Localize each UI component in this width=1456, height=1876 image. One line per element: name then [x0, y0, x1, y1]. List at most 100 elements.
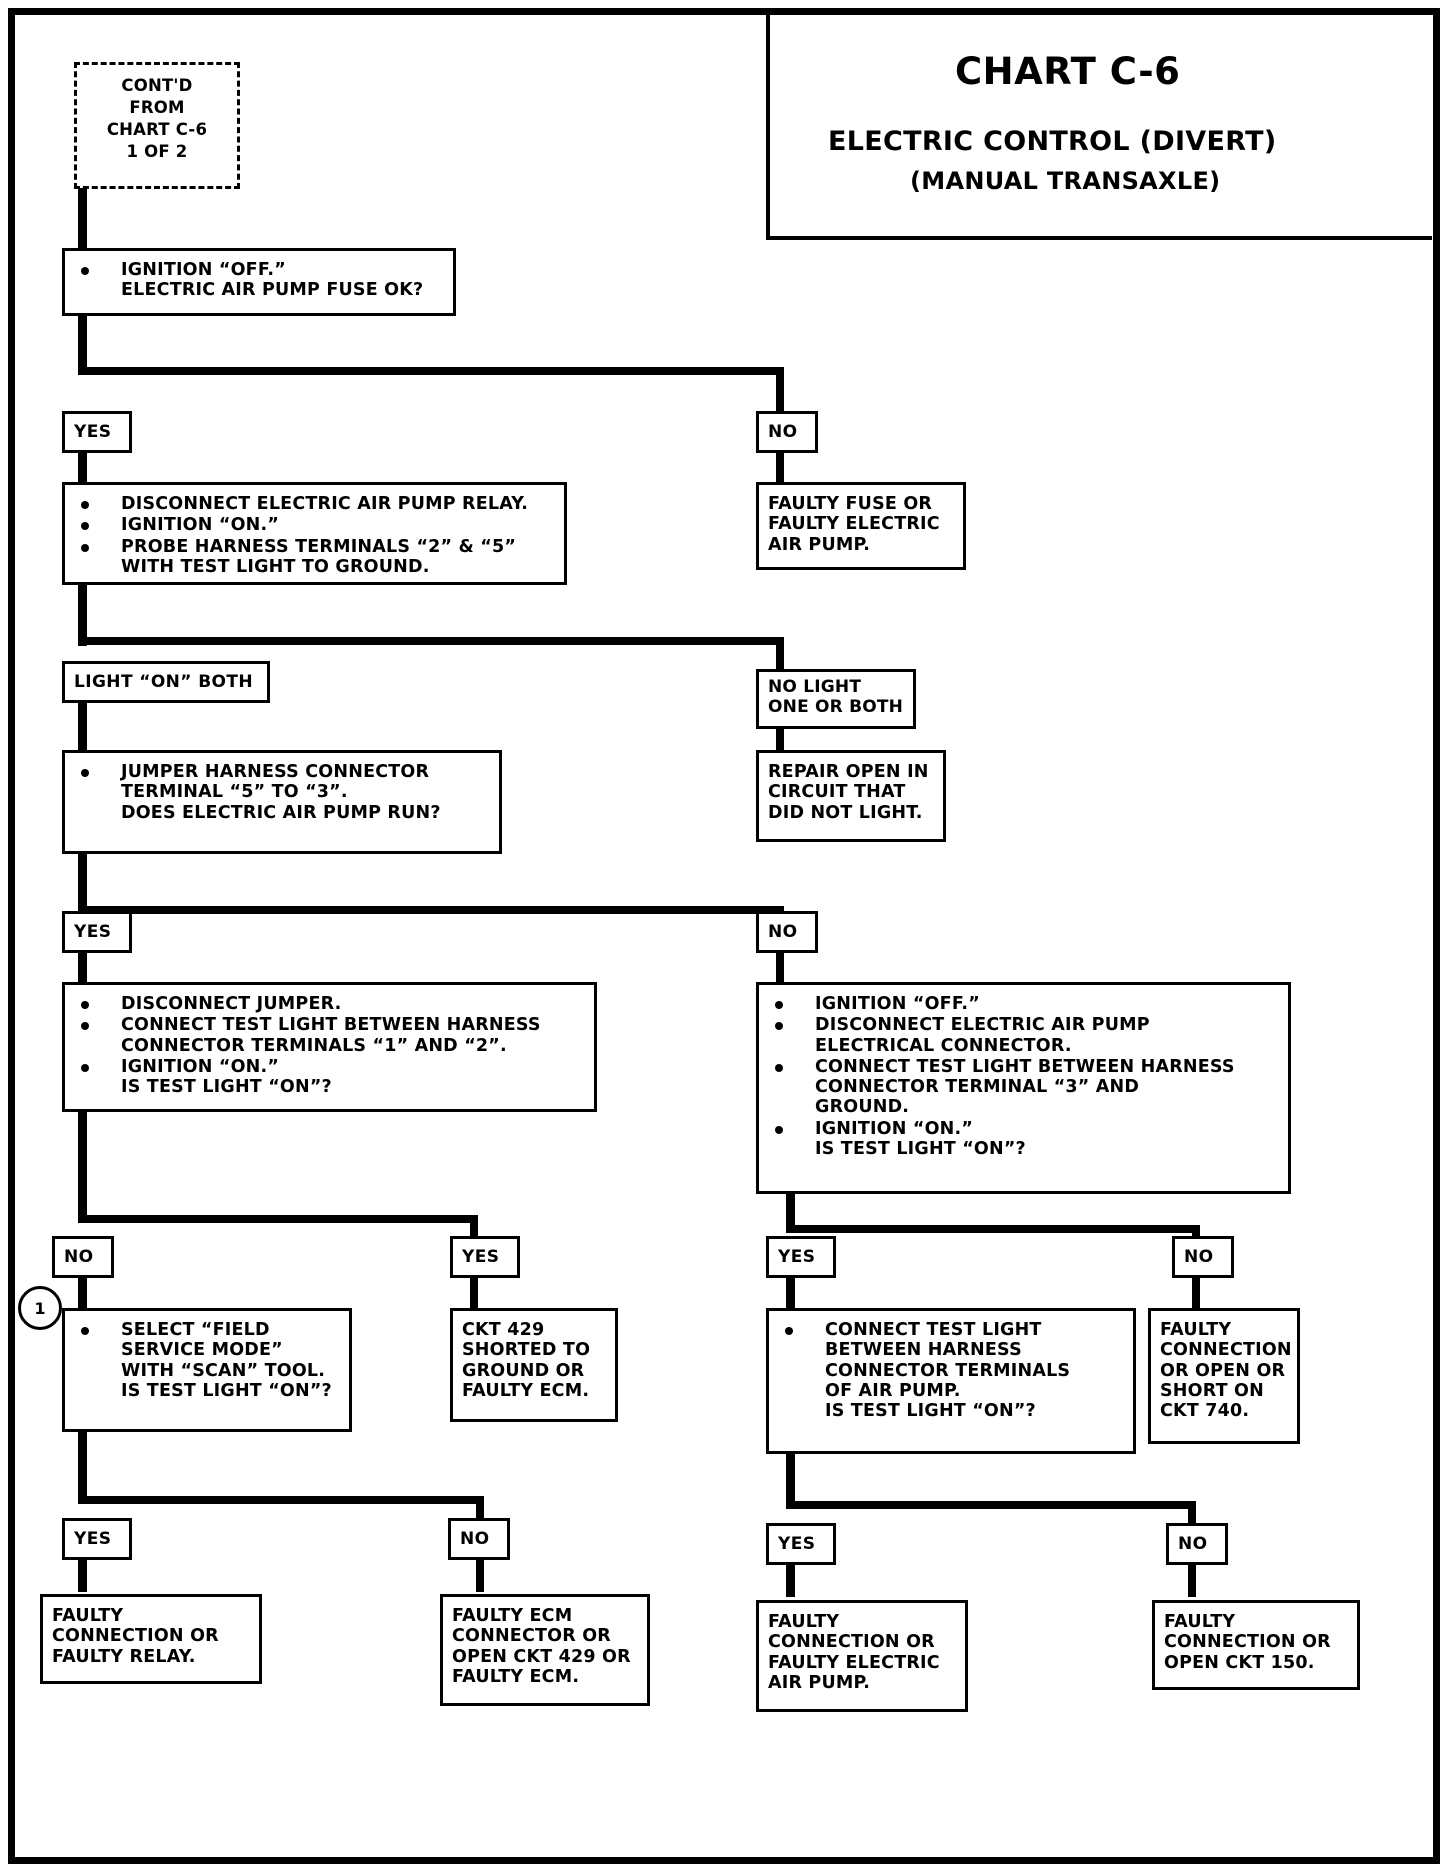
- entry-line-2: FROM: [129, 97, 185, 117]
- step-probe-terminals: DISCONNECT ELECTRIC AIR PUMP RELAY. IGNI…: [62, 482, 567, 585]
- bullet-icon: [81, 501, 89, 509]
- step-pump-connector-line-5: CONNECTOR TERMINAL “3” AND: [815, 1077, 1140, 1098]
- connector-jumper-down: [78, 853, 87, 915]
- bullet-icon: [775, 1001, 783, 1009]
- result-faulty-ckt-150: FAULTY CONNECTION OR OPEN CKT 150.: [1152, 1600, 1360, 1690]
- connector-disconnect-jumper-bus: [78, 1215, 478, 1223]
- result-faulty-air-pump-line-3: FAULTY ELECTRIC: [768, 1652, 940, 1673]
- result-faulty-ckt-740: FAULTY CONNECTION OR OPEN OR SHORT ON CK…: [1148, 1308, 1300, 1444]
- entry-line-1: CONT'D: [121, 76, 193, 95]
- step-probe-bullet-3: PROBE HARNESS TERMINALS “2” & “5” WITH T…: [75, 537, 556, 578]
- step-fuse-check-bullet-1: IGNITION “OFF.” ELECTRIC AIR PUMP FUSE O…: [75, 260, 445, 301]
- bullet-icon: [775, 1125, 783, 1134]
- connector-fuse-to-no: [776, 367, 784, 412]
- result-repair-open: REPAIR OPEN IN CIRCUIT THAT DID NOT LIGH…: [756, 750, 946, 842]
- header-frame: [766, 12, 1432, 240]
- connector-no5-down: [476, 1559, 484, 1592]
- result-faulty-ecm-line-3: OPEN CKT 429 OR: [452, 1646, 631, 1667]
- result-repair-open-line-3: DID NOT LIGHT.: [768, 802, 923, 823]
- result-faulty-relay: FAULTY CONNECTION OR FAULTY RELAY.: [40, 1594, 262, 1684]
- step-pump-connector-line-1: IGNITION “OFF.”: [815, 994, 980, 1014]
- result-faulty-air-pump-line-4: AIR PUMP.: [768, 1672, 871, 1693]
- step-pump-connector-bullet-4: IGNITION “ON.” IS TEST LIGHT “ON”?: [769, 1119, 1280, 1160]
- step-pump-connector-line-8: IS TEST LIGHT “ON”?: [815, 1139, 1026, 1160]
- result-ckt740-line-2: CONNECTION: [1160, 1340, 1292, 1361]
- result-faulty-air-pump: FAULTY CONNECTION OR FAULTY ELECTRIC AIR…: [756, 1600, 968, 1712]
- bullet-icon: [81, 267, 89, 275]
- result-ckt-429-shorted: CKT 429 SHORTED TO GROUND OR FAULTY ECM.: [450, 1308, 618, 1422]
- label-yes-ckt429: YES: [450, 1236, 520, 1278]
- result-faulty-fuse-line-3: AIR PUMP.: [768, 534, 871, 555]
- bullet-icon: [81, 1063, 89, 1072]
- bullet-icon: [81, 1022, 89, 1031]
- connector-no4-down: [1192, 1277, 1200, 1310]
- step-field-service-bullet-1: SELECT “FIELD SERVICE MODE” WITH “SCAN” …: [75, 1320, 341, 1401]
- bullet-icon: [81, 1001, 89, 1009]
- label-no-light-one-or-both: NO LIGHT ONE OR BOTH: [756, 669, 916, 729]
- step-disconnect-jumper-line-2: CONNECT TEST LIGHT BETWEEN HARNESS: [121, 1015, 541, 1036]
- connector-probe-down: [78, 584, 87, 646]
- reference-marker-1: 1: [18, 1286, 62, 1330]
- result-ckt429-line-2: SHORTED TO: [462, 1340, 591, 1361]
- label-yes-jumper: YES: [62, 911, 132, 953]
- connector-lower-no-drop: [476, 1496, 484, 1526]
- step-probe-line-1: DISCONNECT ELECTRIC AIR PUMP RELAY.: [121, 494, 529, 514]
- result-ckt429-line-4: FAULTY ECM.: [462, 1380, 590, 1401]
- step-jumper-line-1: JUMPER HARNESS CONNECTOR: [121, 762, 430, 782]
- label-yes-faulty-relay: YES: [62, 1518, 132, 1560]
- step-pump-connector-line-6: GROUND.: [815, 1097, 910, 1118]
- connector-probe-to-nolight: [776, 637, 784, 672]
- label-yes-fuse: YES: [62, 411, 132, 453]
- step-air-pump-terminals-line-4: OF AIR PUMP.: [825, 1380, 961, 1401]
- step-disconnect-jumper-bullet-2: CONNECT TEST LIGHT BETWEEN HARNESS CONNE…: [75, 1015, 586, 1056]
- step-pump-connector-line-2: DISCONNECT ELECTRIC AIR PUMP: [815, 1015, 1150, 1036]
- label-light-on-both: LIGHT “ON” BOTH: [62, 661, 270, 703]
- entry-line-4: 1 OF 2: [126, 141, 188, 161]
- step-field-service-line-4: IS TEST LIGHT “ON”?: [121, 1380, 332, 1401]
- step-air-pump-terminals-test: CONNECT TEST LIGHT BETWEEN HARNESS CONNE…: [766, 1308, 1136, 1454]
- result-faulty-ecm-line-1: FAULTY ECM: [452, 1606, 573, 1626]
- label-no-light-line-2: ONE OR BOTH: [768, 696, 904, 717]
- connector-entry-to-fuse: [78, 188, 87, 250]
- entry-line-3: CHART C-6: [106, 119, 208, 139]
- bullet-icon: [81, 522, 89, 531]
- result-repair-open-line-1: REPAIR OPEN IN: [768, 762, 929, 782]
- connector-fuse-down: [78, 316, 87, 374]
- step-air-pump-terminals-line-1: CONNECT TEST LIGHT: [825, 1320, 1042, 1340]
- result-ckt150-line-1: FAULTY: [1164, 1612, 1236, 1632]
- step-pump-connector-line-3: ELECTRICAL CONNECTOR.: [815, 1035, 1072, 1056]
- step-disconnect-jumper-line-4: IGNITION “ON.”: [121, 1056, 280, 1077]
- result-ckt740-line-3: OR OPEN OR: [1160, 1360, 1286, 1381]
- step-probe-bullet-2: IGNITION “ON.”: [75, 515, 556, 535]
- step-disconnect-jumper-line-1: DISCONNECT JUMPER.: [121, 994, 342, 1014]
- step-field-service-line-3: WITH “SCAN” TOOL.: [121, 1360, 326, 1381]
- step-air-pump-terminals-line-3: CONNECTOR TERMINALS: [825, 1360, 1071, 1381]
- step-jumper-test: JUMPER HARNESS CONNECTOR TERMINAL “5” TO…: [62, 750, 502, 854]
- result-faulty-fuse: FAULTY FUSE OR FAULTY ELECTRIC AIR PUMP.: [756, 482, 966, 570]
- result-ckt429-line-3: GROUND OR: [462, 1360, 585, 1381]
- step-pump-connector-test: IGNITION “OFF.” DISCONNECT ELECTRIC AIR …: [756, 982, 1291, 1194]
- step-probe-bullet-1: DISCONNECT ELECTRIC AIR PUMP RELAY.: [75, 494, 556, 514]
- result-ckt740-line-4: SHORT ON: [1160, 1380, 1264, 1401]
- connector-lower-right-no-drop: [1188, 1501, 1196, 1531]
- step-disconnect-jumper-line-3: CONNECTOR TERMINALS “1” AND “2”.: [121, 1035, 507, 1056]
- connector-left-yes-drop: [470, 1215, 478, 1245]
- bullet-icon: [775, 1063, 783, 1072]
- result-repair-open-line-2: CIRCUIT THAT: [768, 782, 906, 803]
- connector-disconnect-jumper-down: [78, 1111, 87, 1223]
- step-disconnect-jumper: DISCONNECT JUMPER. CONNECT TEST LIGHT BE…: [62, 982, 597, 1112]
- connector-jumper-bus: [78, 906, 784, 914]
- entry-connector-text: CONT'D FROM CHART C-6 1 OF 2: [77, 65, 237, 163]
- label-no-light-line-1: NO LIGHT: [768, 677, 862, 697]
- chart-subtitle-secondary: (MANUAL TRANSAXLE): [910, 167, 1221, 195]
- connector-air-pump-terminals-bus: [786, 1501, 1196, 1509]
- result-faulty-relay-line-1: FAULTY: [52, 1606, 124, 1626]
- step-disconnect-jumper-line-5: IS TEST LIGHT “ON”?: [121, 1077, 332, 1098]
- result-faulty-air-pump-line-1: FAULTY: [768, 1612, 840, 1632]
- connector-pump-connector-bus: [786, 1225, 1200, 1233]
- label-no-disconnect-jumper: NO: [52, 1236, 114, 1278]
- label-yes-faulty-air-pump: YES: [766, 1523, 836, 1565]
- step-air-pump-terminals-line-2: BETWEEN HARNESS: [825, 1340, 1022, 1361]
- result-ckt740-line-5: CKT 740.: [1160, 1401, 1250, 1422]
- label-no-faulty-ckt-150: NO: [1166, 1523, 1228, 1565]
